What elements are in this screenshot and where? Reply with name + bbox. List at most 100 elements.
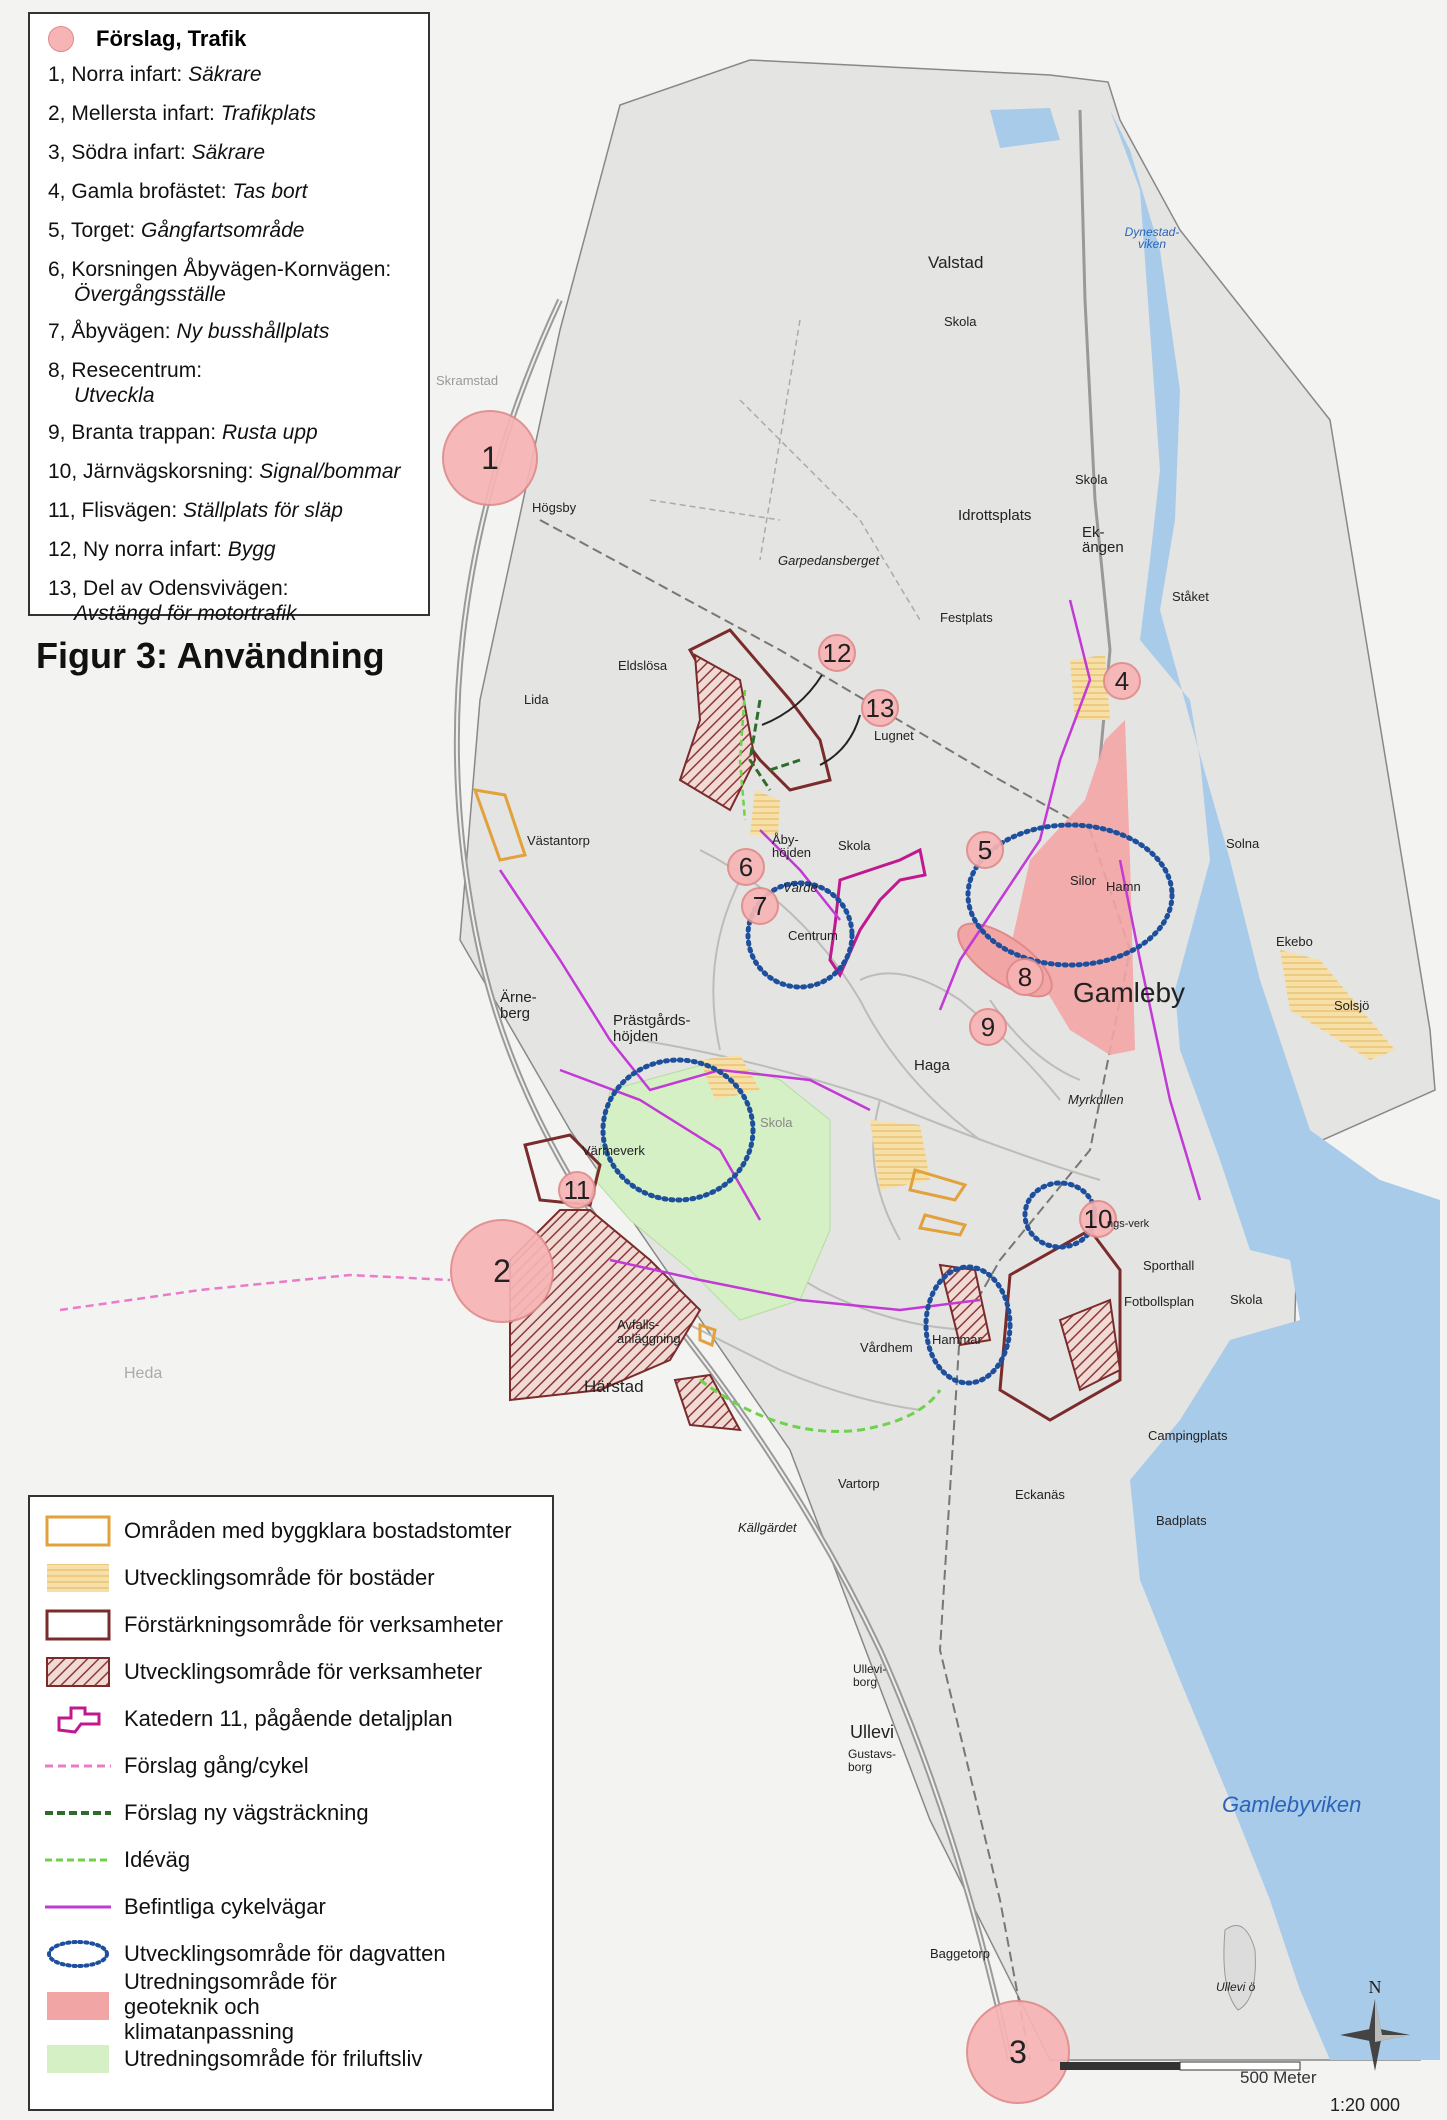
legend-item-hatch-darkred: Utvecklingsområde för verksamheter [44, 1648, 552, 1695]
label-baggetorp: Baggetorp [930, 1946, 990, 1961]
railway [539, 519, 1132, 2061]
legend-label: Idéväg [124, 1847, 191, 1872]
traffic-proposal-item: 1, Norra infart: Säkrare [48, 62, 418, 87]
label-vastantorp: Västantorp [527, 833, 590, 848]
label-solsjo: Solsjö [1334, 998, 1370, 1013]
legend-swatch-icon [44, 2042, 112, 2076]
idea-road [699, 1378, 942, 1433]
legend-item-dash-pink: Förslag gång/cykel [44, 1742, 552, 1789]
proposal-action: Ställplats för släp [183, 499, 343, 522]
label-festplats: Festplats [940, 610, 993, 625]
label-ekangen: Ek-ängen [1082, 524, 1124, 556]
proposal-location: 9, Branta trappan: [48, 421, 222, 444]
label-solna: Solna [1226, 836, 1260, 851]
legend-label: Förslag ny vägsträckning [124, 1800, 369, 1825]
label-vardhem: Vårdhem [860, 1340, 913, 1355]
label-abyhojden: Åby-höjden [772, 832, 812, 860]
label-gustavsborg: Gustavs-borg [848, 1747, 897, 1774]
label-ullevi-borg: Ullevi-borg [853, 1662, 887, 1689]
marker-number: 13 [865, 692, 895, 723]
label-skola-s: Skola [760, 1115, 793, 1130]
label-skola-e: Skola [1230, 1292, 1263, 1307]
legend-item-outline-orange: Områden med byggklara bostadstomter [44, 1507, 552, 1554]
proposal-action: Signal/bommar [259, 460, 401, 483]
proposal-action: Bygg [227, 538, 276, 561]
marker-number: 12 [822, 637, 852, 668]
leader-12 [761, 674, 823, 726]
proposal-location: 13, Del av Odensvivägen: [48, 577, 289, 600]
leader-13 [819, 714, 861, 766]
traffic-proposal-item: 11, Flisvägen: Ställplats för släp [48, 498, 418, 523]
marker-6: 6 [727, 848, 765, 886]
proposal-location: 7, Åbyvägen: [48, 320, 177, 343]
label-haga: Haga [914, 1057, 950, 1074]
legend-swatch-icon [44, 1655, 112, 1689]
proposal-location: 10, Järnvägskorsning: [48, 460, 260, 483]
legend-swatch-icon [44, 1561, 112, 1595]
marker-number: 7 [752, 890, 768, 921]
proposed-pedestrian-path [59, 1273, 451, 1312]
water-gamlebyviken [1110, 110, 1440, 2060]
traffic-proposal-item: 13, Del av Odensvivägen:Avstängd för mot… [48, 576, 418, 626]
traffic-proposal-item: 7, Åbyvägen: Ny busshållplats [48, 319, 418, 344]
label-varde: Värde [783, 880, 818, 895]
label-vartorp: Vartorp [838, 1476, 880, 1491]
legend-label: Utvecklingsområde för verksamheter [124, 1659, 483, 1684]
traffic-proposal-list: 1, Norra infart: Säkrare 2, Mellersta inf… [40, 62, 418, 626]
label-varmeverk: Värmeverk [582, 1143, 645, 1158]
proposal-action: Gångfartsområde [141, 219, 305, 242]
legend-item-magenta-shape: Katedern 11, pågående detaljplan [44, 1695, 552, 1742]
label-badplats: Badplats [1156, 1513, 1207, 1528]
marker-number: 10 [1083, 1203, 1113, 1234]
figure-title: Figur 3: Användning [36, 635, 385, 676]
traffic-proposal-item: 2, Mellersta infart: Trafikplats [48, 101, 418, 126]
label-silor: Silor [1070, 873, 1097, 888]
ullevi-island [1223, 1925, 1256, 2011]
proposed-new-road [748, 699, 801, 791]
label-idrottsplats: Idrottsplats [958, 507, 1032, 524]
proposal-action: Avstängd för motortrafik [74, 602, 297, 625]
legend-label: Utvecklingsområde för dagvatten [124, 1941, 446, 1966]
traffic-proposal-item: 5, Torget: Gångfartsområde [48, 218, 418, 243]
label-campingplats: Campingplats [1148, 1428, 1228, 1443]
proposal-action: Rusta upp [221, 421, 318, 444]
scale-bar [1060, 2061, 1301, 2071]
idea-road-north [738, 689, 747, 821]
label-myrkullen: Myrkullen [1068, 1092, 1124, 1107]
marker-11: 11 [558, 1171, 596, 1209]
legend-swatch-icon [44, 1796, 112, 1830]
marker-4: 4 [1103, 662, 1141, 700]
legend-swatch-icon [44, 1702, 112, 1736]
label-lugnet: Lugnet [874, 728, 914, 743]
legend-label: Katedern 11, pågående detaljplan [124, 1706, 453, 1731]
marker-number: 11 [563, 1174, 591, 1205]
marker-13: 13 [861, 689, 899, 727]
label-eldslosa: Eldslösa [618, 658, 668, 673]
label-heda: Heda [124, 1365, 163, 1382]
label-valstad: Valstad [928, 253, 984, 272]
label-kallgardet: Källgärdet [738, 1520, 797, 1535]
marker-number: 4 [1114, 665, 1130, 696]
proposal-location: 1, Norra infart: [48, 63, 189, 86]
legend-label: Utredningsområde för friluftsliv [124, 2046, 423, 2071]
legend-item-dots-blue: Utvecklingsområde för dagvatten [44, 1930, 552, 1977]
traffic-proposal-item: 8, Resecentrum:Utveckla [48, 358, 418, 408]
label-prastgardshojden: Prästgårds-höjden [613, 1012, 691, 1045]
label-skola-n: Skola [944, 314, 977, 329]
label-hamn: Hamn [1106, 879, 1141, 894]
marker-9: 9 [969, 1008, 1007, 1046]
scale-ratio: 1:20 000 [1330, 2095, 1401, 2115]
label-skramstad: Skramstad [436, 373, 499, 388]
legend-swatch-icon [44, 1937, 112, 1971]
legend-swatch-icon [44, 1514, 112, 1548]
marker-3: 3 [966, 2000, 1070, 2104]
proposal-action: Säkrare [188, 63, 262, 86]
proposal-action: Övergångsställe [74, 283, 226, 306]
marker-5: 5 [966, 831, 1004, 869]
legend-label: Utredningsområde för geoteknik och klima… [124, 1968, 337, 2044]
proposal-action: Trafikplats [220, 102, 317, 125]
label-avfall: Avfalls-anläggning [617, 1317, 681, 1346]
marker-number: 2 [493, 1252, 511, 1289]
